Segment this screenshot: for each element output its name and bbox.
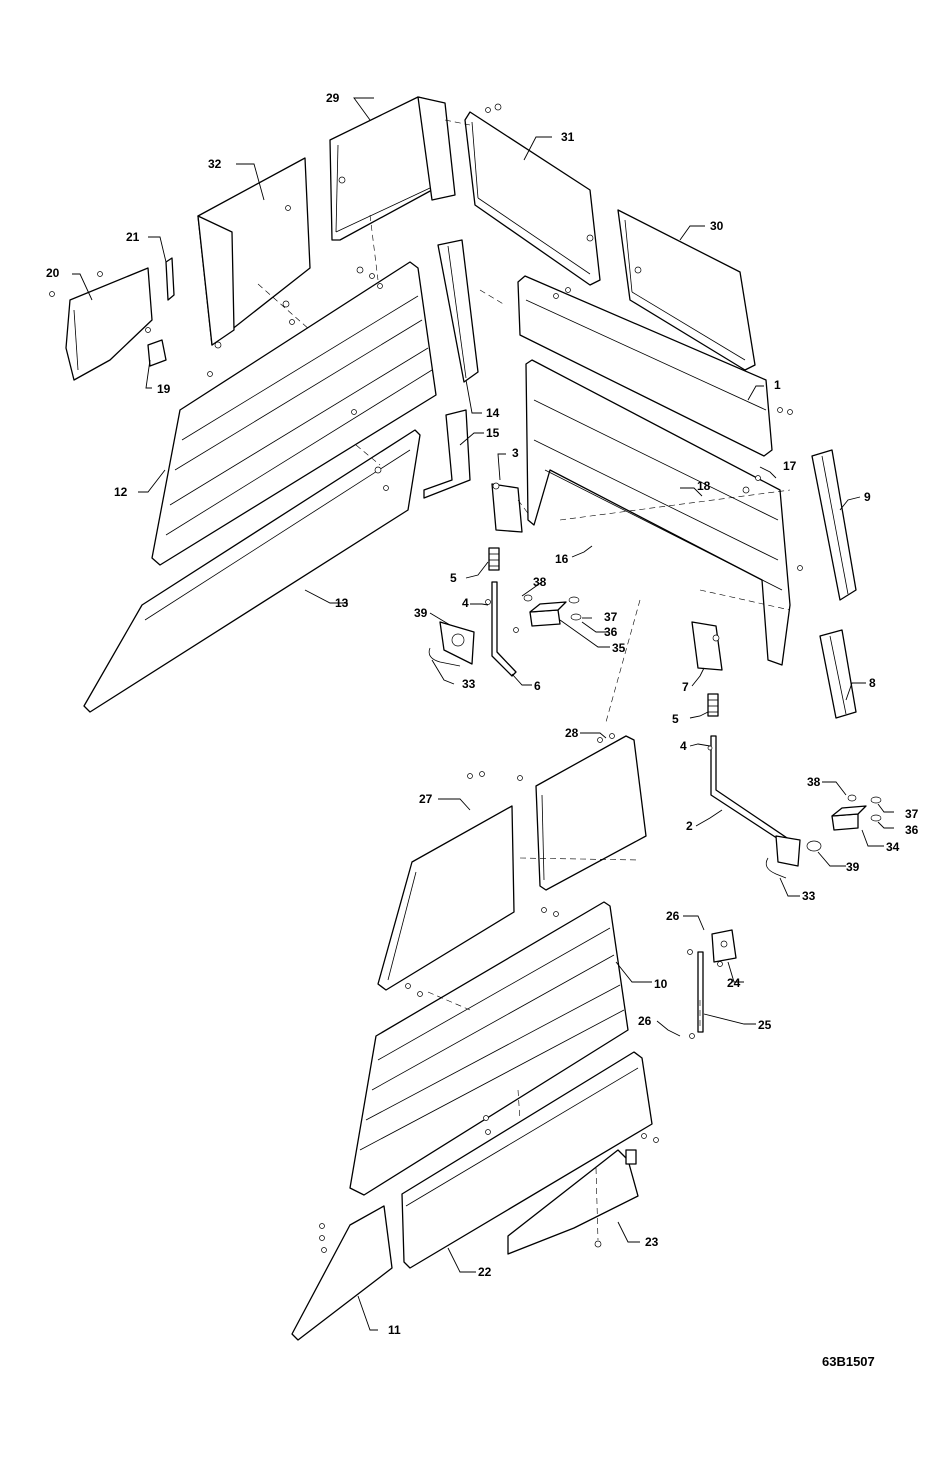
callout-14: 14 [486,406,500,420]
callout-22: 22 [478,1265,492,1279]
callout-26: 26 [666,909,680,923]
callout-24: 24 [727,976,741,990]
callout-20: 20 [46,266,60,280]
part-5b-spring [708,694,718,716]
callout-39: 39 [414,606,428,620]
callout-11: 11 [388,1323,401,1337]
part-3-latch-housing [492,483,522,532]
part-34-block [832,806,866,830]
callout-39: 39 [846,860,860,874]
callout-13: 13 [335,596,349,610]
callout-26: 26 [638,1014,652,1028]
part-2-rod [711,736,800,866]
callout-2: 2 [686,819,693,833]
drawing-number: 63B1507 [822,1354,875,1369]
part-19-hinge [148,340,166,366]
part-39b-washer [807,841,821,851]
callout-17: 17 [783,459,797,473]
part-6-rod [492,582,516,676]
part-8-post [820,630,856,718]
callout-29: 29 [326,91,340,105]
callout-38: 38 [807,775,821,789]
callout-35: 35 [612,641,626,655]
callout-31: 31 [561,130,575,144]
callout-27: 27 [419,792,433,806]
part-9-post [812,450,856,600]
callout-3: 3 [512,446,519,460]
part-21-strip [166,258,174,300]
callout-23: 23 [645,1235,659,1249]
callout-37: 37 [604,610,618,624]
part-32-panel [198,158,310,345]
part-37b-bolt [871,797,881,803]
part-15-bracket [424,410,470,498]
callout-19: 19 [157,382,171,396]
callout-9: 9 [864,490,871,504]
callout-7: 7 [682,680,689,694]
part-28-panel [536,736,646,890]
callout-28: 28 [565,726,579,740]
callout-38: 38 [533,575,547,589]
part-25-rod [698,952,703,1032]
part-36-bolt [571,614,581,620]
callout-5: 5 [450,571,457,585]
callout-6: 6 [534,679,541,693]
callout-32: 32 [208,157,222,171]
part-11-corner-panel [292,1206,392,1340]
part-14-post [438,240,478,382]
part-7-latch-housing [692,622,722,670]
part-38-nut [524,595,532,601]
callout-10: 10 [654,977,668,991]
part-24-hinge [712,930,736,962]
callout-30: 30 [710,219,724,233]
part-27-panel [378,806,514,990]
callout-1: 1 [774,378,781,392]
callout-34: 34 [886,840,900,854]
callout-33: 33 [802,889,816,903]
part-29-panel [330,97,455,240]
callout-4: 4 [680,739,687,753]
part-37-bolt [569,597,579,603]
callout-36: 36 [905,823,919,837]
part-39-plate [440,622,474,664]
callout-5: 5 [672,712,679,726]
callout-16: 16 [555,552,569,566]
callout-36: 36 [604,625,618,639]
callout-8: 8 [869,676,876,690]
callout-37: 37 [905,807,919,821]
callout-18: 18 [697,479,711,493]
part-35-block [530,602,566,626]
callout-33: 33 [462,677,476,691]
part-5-spring [489,548,499,570]
part-38b-nut [848,795,856,801]
callout-15: 15 [486,426,500,440]
part-36b-bolt [871,815,881,821]
callout-21: 21 [126,230,140,244]
part-31-panel [465,112,600,285]
callout-12: 12 [114,485,128,499]
callout-25: 25 [758,1018,772,1032]
part-20-bracket [66,268,152,380]
callout-4: 4 [462,596,469,610]
